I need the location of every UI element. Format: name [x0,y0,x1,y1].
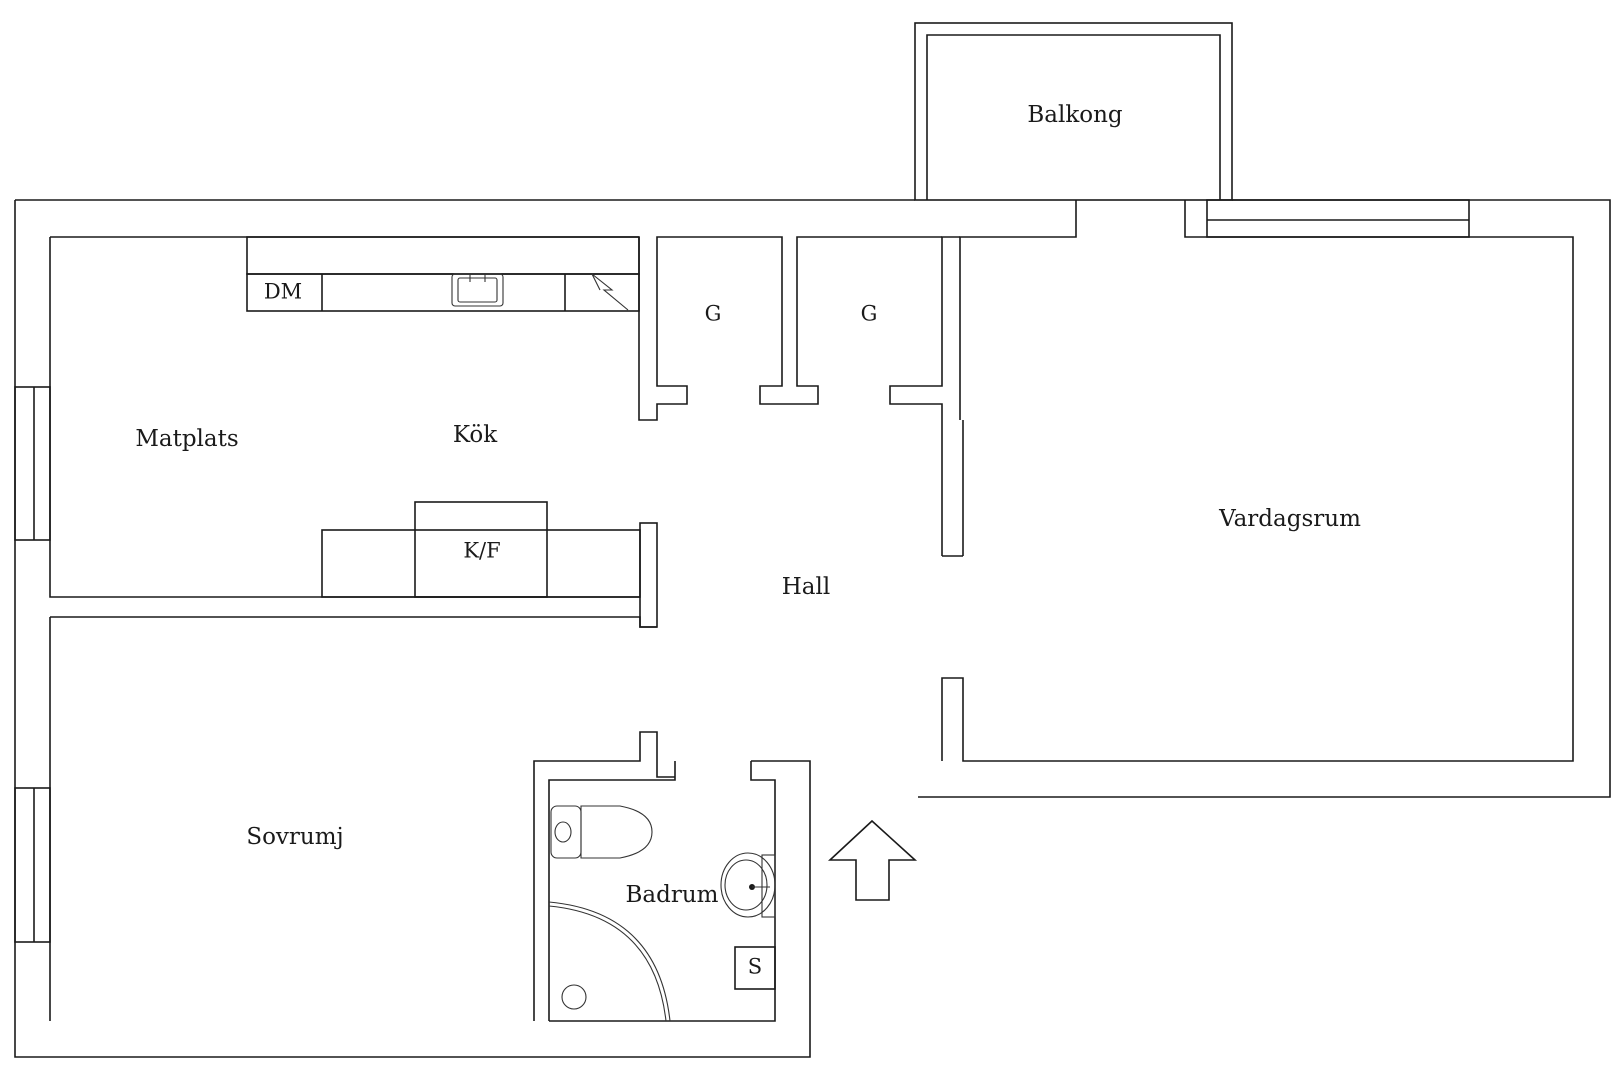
label-storage: S [748,955,762,979]
balcony [914,22,1233,201]
label-badrum: Badrum [626,882,719,908]
living-window [889,199,1574,762]
kitchen-island [321,501,658,628]
kitchen-counter [246,236,640,312]
left-windows [14,386,51,943]
outer-walls [14,199,1611,1058]
entrance-arrow-icon [827,819,918,901]
label-dishwasher: DM [264,280,302,304]
closets [638,236,942,421]
label-closet-2: G [861,302,878,326]
label-matplats: Matplats [135,426,238,452]
bathroom [533,731,811,1022]
label-closet-1: G [705,302,722,326]
kitchen-bedroom-wall [49,616,657,1021]
label-sovrum: Sovrumj [246,824,343,850]
label-fridge-freezer: K/F [463,539,500,563]
label-hall: Hall [782,574,830,600]
label-balkong: Balkong [1027,102,1123,128]
label-vardagsrum: Vardagsrum [1218,506,1361,532]
label-kok: Kök [453,422,498,448]
